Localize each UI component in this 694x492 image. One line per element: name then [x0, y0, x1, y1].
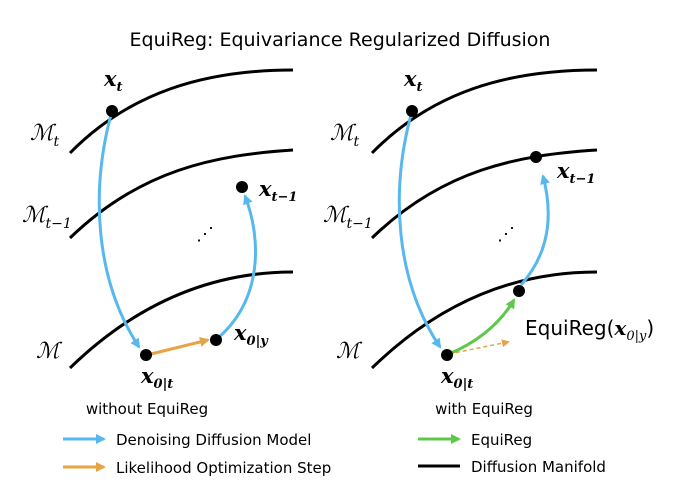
label-x-t-minus-1: xt−1	[258, 176, 297, 205]
equireg-arrow	[448, 298, 516, 356]
label-x-0-given-t: x0|t	[140, 363, 173, 392]
denoising-arrow-down	[97, 110, 141, 349]
panel-without-equireg: ℳt ℳt−1 ℳ xt xt−1 x0|t x0|y ⋰ withou	[22, 66, 297, 418]
label-x-t-minus-1: xt−1	[556, 158, 595, 187]
label-x-0-given-y: x0|y	[233, 320, 269, 349]
label-x-t: xt	[403, 66, 423, 95]
legend: Denoising Diffusion Model Likelihood Opt…	[63, 431, 606, 477]
label-x-t: xt	[103, 66, 123, 95]
manifold-label-base: ℳ	[36, 339, 63, 364]
legend-label-manifold: Diffusion Manifold	[471, 458, 606, 476]
diagram-title: EquiReg: Equivariance Regularized Diffus…	[130, 29, 551, 51]
point-x-0-given-y	[210, 334, 222, 346]
point-x-t	[406, 105, 418, 117]
panel-caption-with: with EquiReg	[435, 400, 533, 418]
denoising-arrow-up	[519, 174, 550, 286]
ellipsis-dots: ⋰	[196, 224, 214, 245]
manifold-curve-t-minus-1	[68, 148, 294, 240]
manifold-label-t-minus-1: ℳt−1	[22, 203, 72, 232]
manifold-label-t: ℳt	[30, 121, 60, 150]
point-x-0-given-t	[441, 349, 453, 361]
manifold-curve-t	[68, 68, 294, 155]
manifold-label-t: ℳt	[330, 121, 360, 150]
manifold-label-t-minus-1: ℳt−1	[323, 203, 373, 232]
point-equireg	[513, 285, 525, 297]
label-equireg-output: EquiReg(x0|y)	[525, 316, 654, 344]
manifold-curve-base	[370, 270, 598, 370]
point-x-t-minus-1	[530, 151, 542, 163]
legend-item-denoising: Denoising Diffusion Model	[63, 431, 311, 449]
likelihood-arrow-dashed	[448, 339, 510, 355]
legend-item-equireg: EquiReg	[418, 431, 532, 449]
ellipsis-dots: ⋰	[497, 224, 515, 245]
legend-label-equireg: EquiReg	[471, 431, 532, 449]
manifold-curve-t	[370, 68, 598, 155]
manifold-curve-base	[68, 270, 294, 370]
panel-caption-without: without EquiReg	[86, 400, 208, 418]
legend-item-likelihood: Likelihood Optimization Step	[63, 459, 331, 477]
label-x-0-given-t: x0|t	[440, 363, 473, 392]
legend-label-likelihood: Likelihood Optimization Step	[116, 459, 331, 477]
point-x-t	[106, 105, 118, 117]
denoising-arrow-down	[397, 110, 442, 349]
likelihood-arrow	[146, 337, 210, 357]
legend-label-denoising: Denoising Diffusion Model	[116, 431, 311, 449]
manifold-label-base: ℳ	[336, 339, 363, 364]
point-x-t-minus-1	[236, 181, 248, 193]
panel-with-equireg: ℳt ℳt−1 ℳ xt xt−1 x0|t EquiReg(x0|y)	[323, 66, 654, 418]
legend-item-manifold: Diffusion Manifold	[418, 458, 606, 476]
point-x-0-given-t	[140, 349, 152, 361]
denoising-arrow-up	[217, 194, 258, 340]
